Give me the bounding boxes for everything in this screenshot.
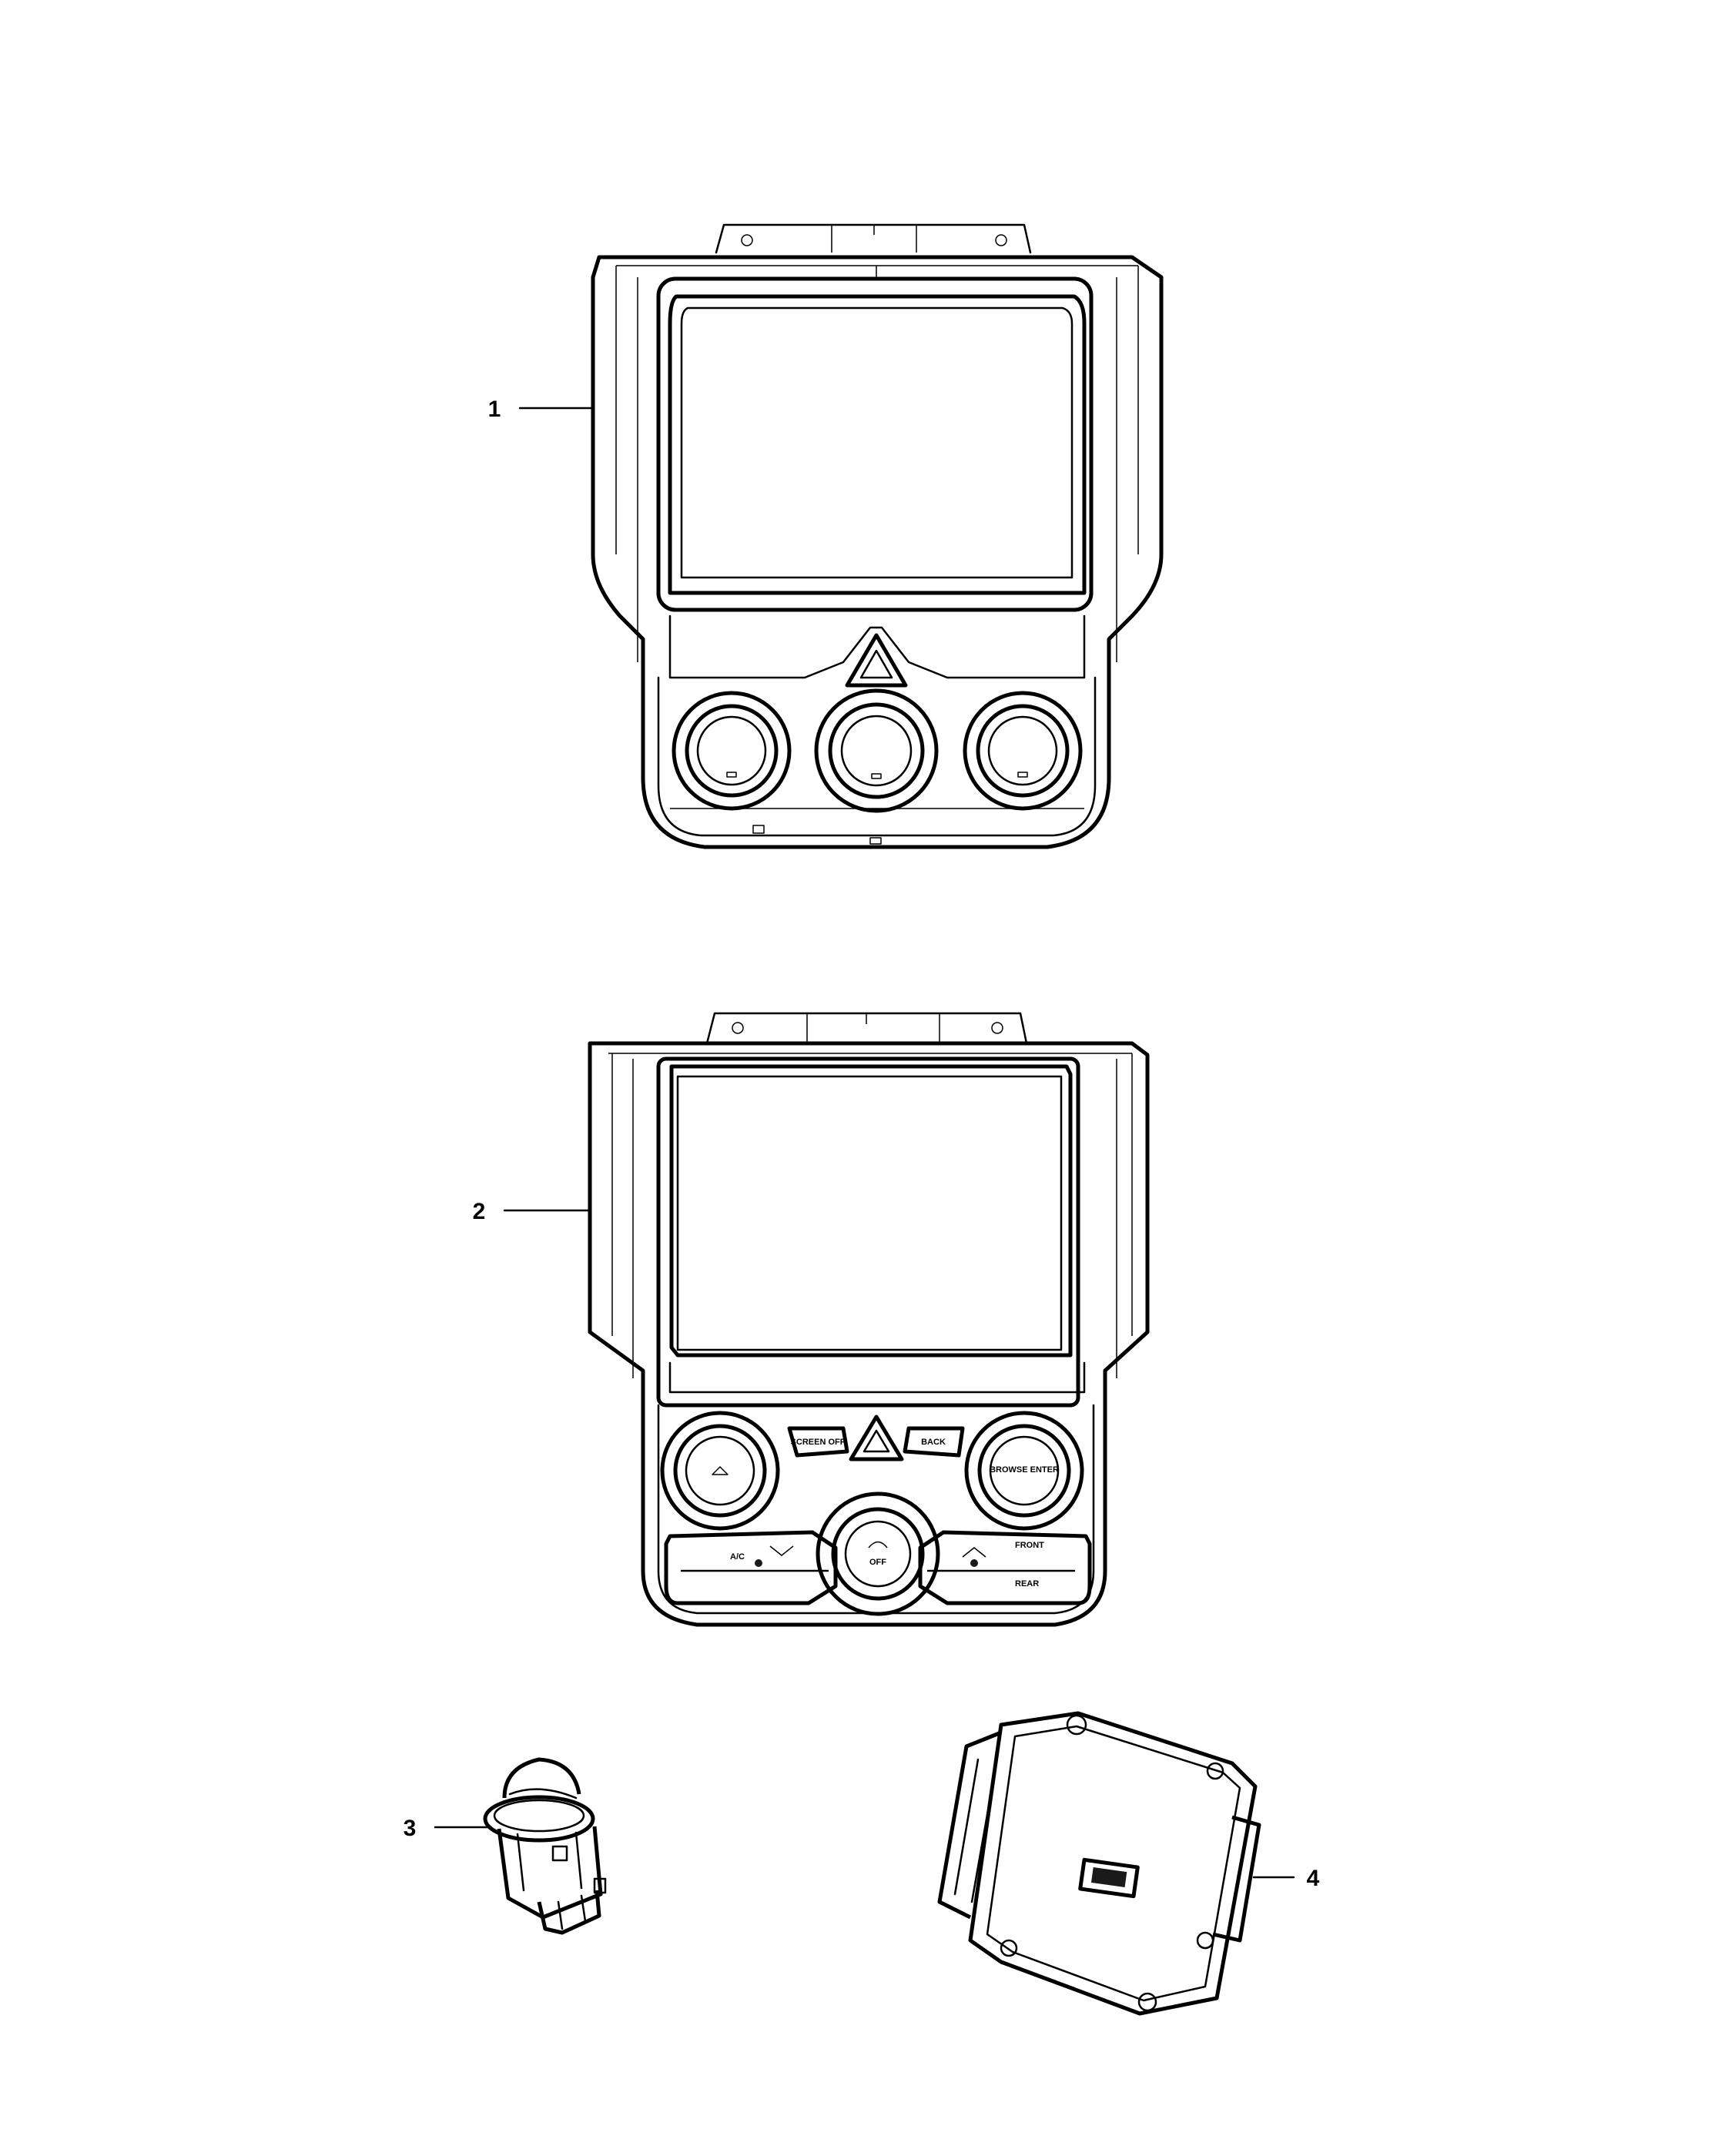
part-2-hazard-button xyxy=(849,1414,904,1461)
back-label: BACK xyxy=(921,1438,946,1447)
callout-2: 2 xyxy=(473,1199,486,1224)
part-2-tune-knob xyxy=(964,1411,1084,1531)
part-2-touchscreen-panel: SCREEN OFF BACK BROWSE ENTER A/C FRONT R… xyxy=(503,1012,1150,1627)
ac-label: A/C xyxy=(730,1552,745,1562)
part-1-knob-right xyxy=(963,691,1083,811)
browse-enter-label: BROWSE ENTER xyxy=(990,1465,1059,1475)
part-2-volume-knob xyxy=(660,1411,780,1531)
part-1-knob-left xyxy=(672,691,792,811)
part-3-switch xyxy=(434,1757,607,1935)
part-4-module xyxy=(937,1711,1295,2016)
screen-off-label: SCREEN OFF xyxy=(791,1438,846,1447)
part-2-back-button: BACK xyxy=(903,1426,965,1458)
part-2-screen-off-button: SCREEN OFF xyxy=(787,1426,849,1458)
callout-4: 4 xyxy=(1307,1866,1320,1891)
callout-3: 3 xyxy=(404,1816,417,1841)
front-label: FRONT xyxy=(1015,1541,1044,1550)
rear-label: REAR xyxy=(1015,1579,1039,1589)
part-1-radio-panel xyxy=(518,223,1164,849)
part-2-fan-knob: OFF xyxy=(816,1491,940,1616)
fan-off-label: OFF xyxy=(869,1558,886,1567)
callout-1: 1 xyxy=(488,397,501,422)
part-1-knob-center xyxy=(814,688,939,813)
